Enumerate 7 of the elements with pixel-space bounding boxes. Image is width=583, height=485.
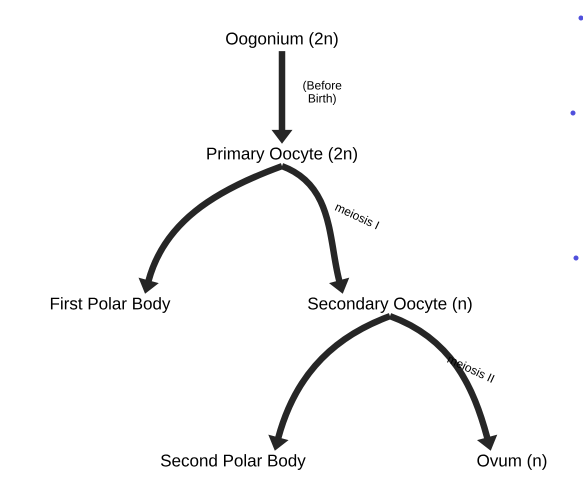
stage-label: Secondary Oocyte (n) [308, 297, 472, 313]
stage-label: Oogonium (2n) [226, 32, 338, 48]
edge-label: (Before Birth) [303, 80, 342, 105]
stage-label: First Polar Body [50, 297, 170, 313]
stage-label: Second Polar Body [161, 454, 306, 470]
stage-label: Ovum (n) [477, 454, 546, 470]
stage-label: Primary Oocyte (2n) [207, 147, 357, 163]
